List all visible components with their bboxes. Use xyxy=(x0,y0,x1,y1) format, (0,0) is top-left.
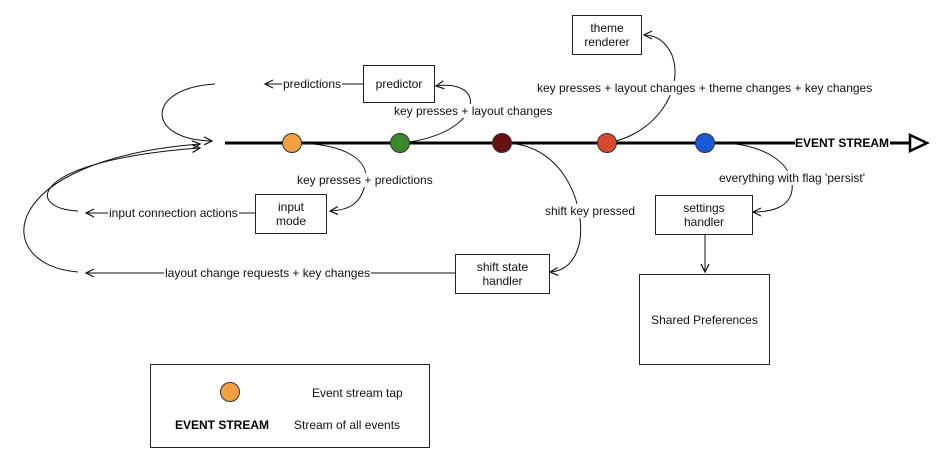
legend-tap-label: Event stream tap xyxy=(312,386,403,400)
input-mode-box: input mode xyxy=(255,194,327,234)
theme-renderer-box: theme renderer xyxy=(572,15,642,55)
shift-key-pressed-label: shift key pressed xyxy=(544,204,637,218)
stream-tap-blue xyxy=(695,133,715,153)
legend-stream-desc: Stream of all events xyxy=(294,418,401,432)
theme-inputs-label: key presses + layout changes + theme cha… xyxy=(536,81,874,95)
stream-tap-green xyxy=(390,133,410,153)
edge-green-to-predictor xyxy=(399,85,471,144)
shift-state-handler-box: shift state handler xyxy=(455,254,550,294)
predictor-box: predictor xyxy=(363,65,435,103)
event-stream-label: EVENT STREAM xyxy=(795,136,890,150)
edge-requests-loop xyxy=(23,144,200,273)
edge-darkred-to-shift xyxy=(501,142,582,272)
stream-tap-dark-red xyxy=(492,133,512,153)
event-stream-arrowhead xyxy=(908,133,930,153)
everything-persist-label: everything with flag 'persist' xyxy=(718,171,866,185)
predictions-label: predictions xyxy=(282,77,343,91)
edge-red-to-theme xyxy=(606,35,676,144)
edge-predictions-loop xyxy=(161,83,216,141)
legend-stream-label: EVENT STREAM xyxy=(175,418,270,432)
stream-tap-orange xyxy=(282,133,302,153)
key-presses-predictions-label: key presses + predictions xyxy=(296,173,434,187)
layout-change-requests-label: layout change requests + key changes xyxy=(164,266,372,280)
input-connection-actions-label: input connection actions xyxy=(108,206,239,220)
legend-tap-icon xyxy=(220,382,240,402)
shared-preferences-box: Shared Preferences xyxy=(639,274,770,365)
settings-handler-box: settings handler xyxy=(655,195,753,235)
edge-actions-loop xyxy=(46,148,200,212)
stream-tap-red xyxy=(597,133,617,153)
legend-box: Event stream tap EVENT STREAM Stream of … xyxy=(150,364,430,448)
key-presses-layout-changes-label: key presses + layout changes xyxy=(393,104,554,118)
